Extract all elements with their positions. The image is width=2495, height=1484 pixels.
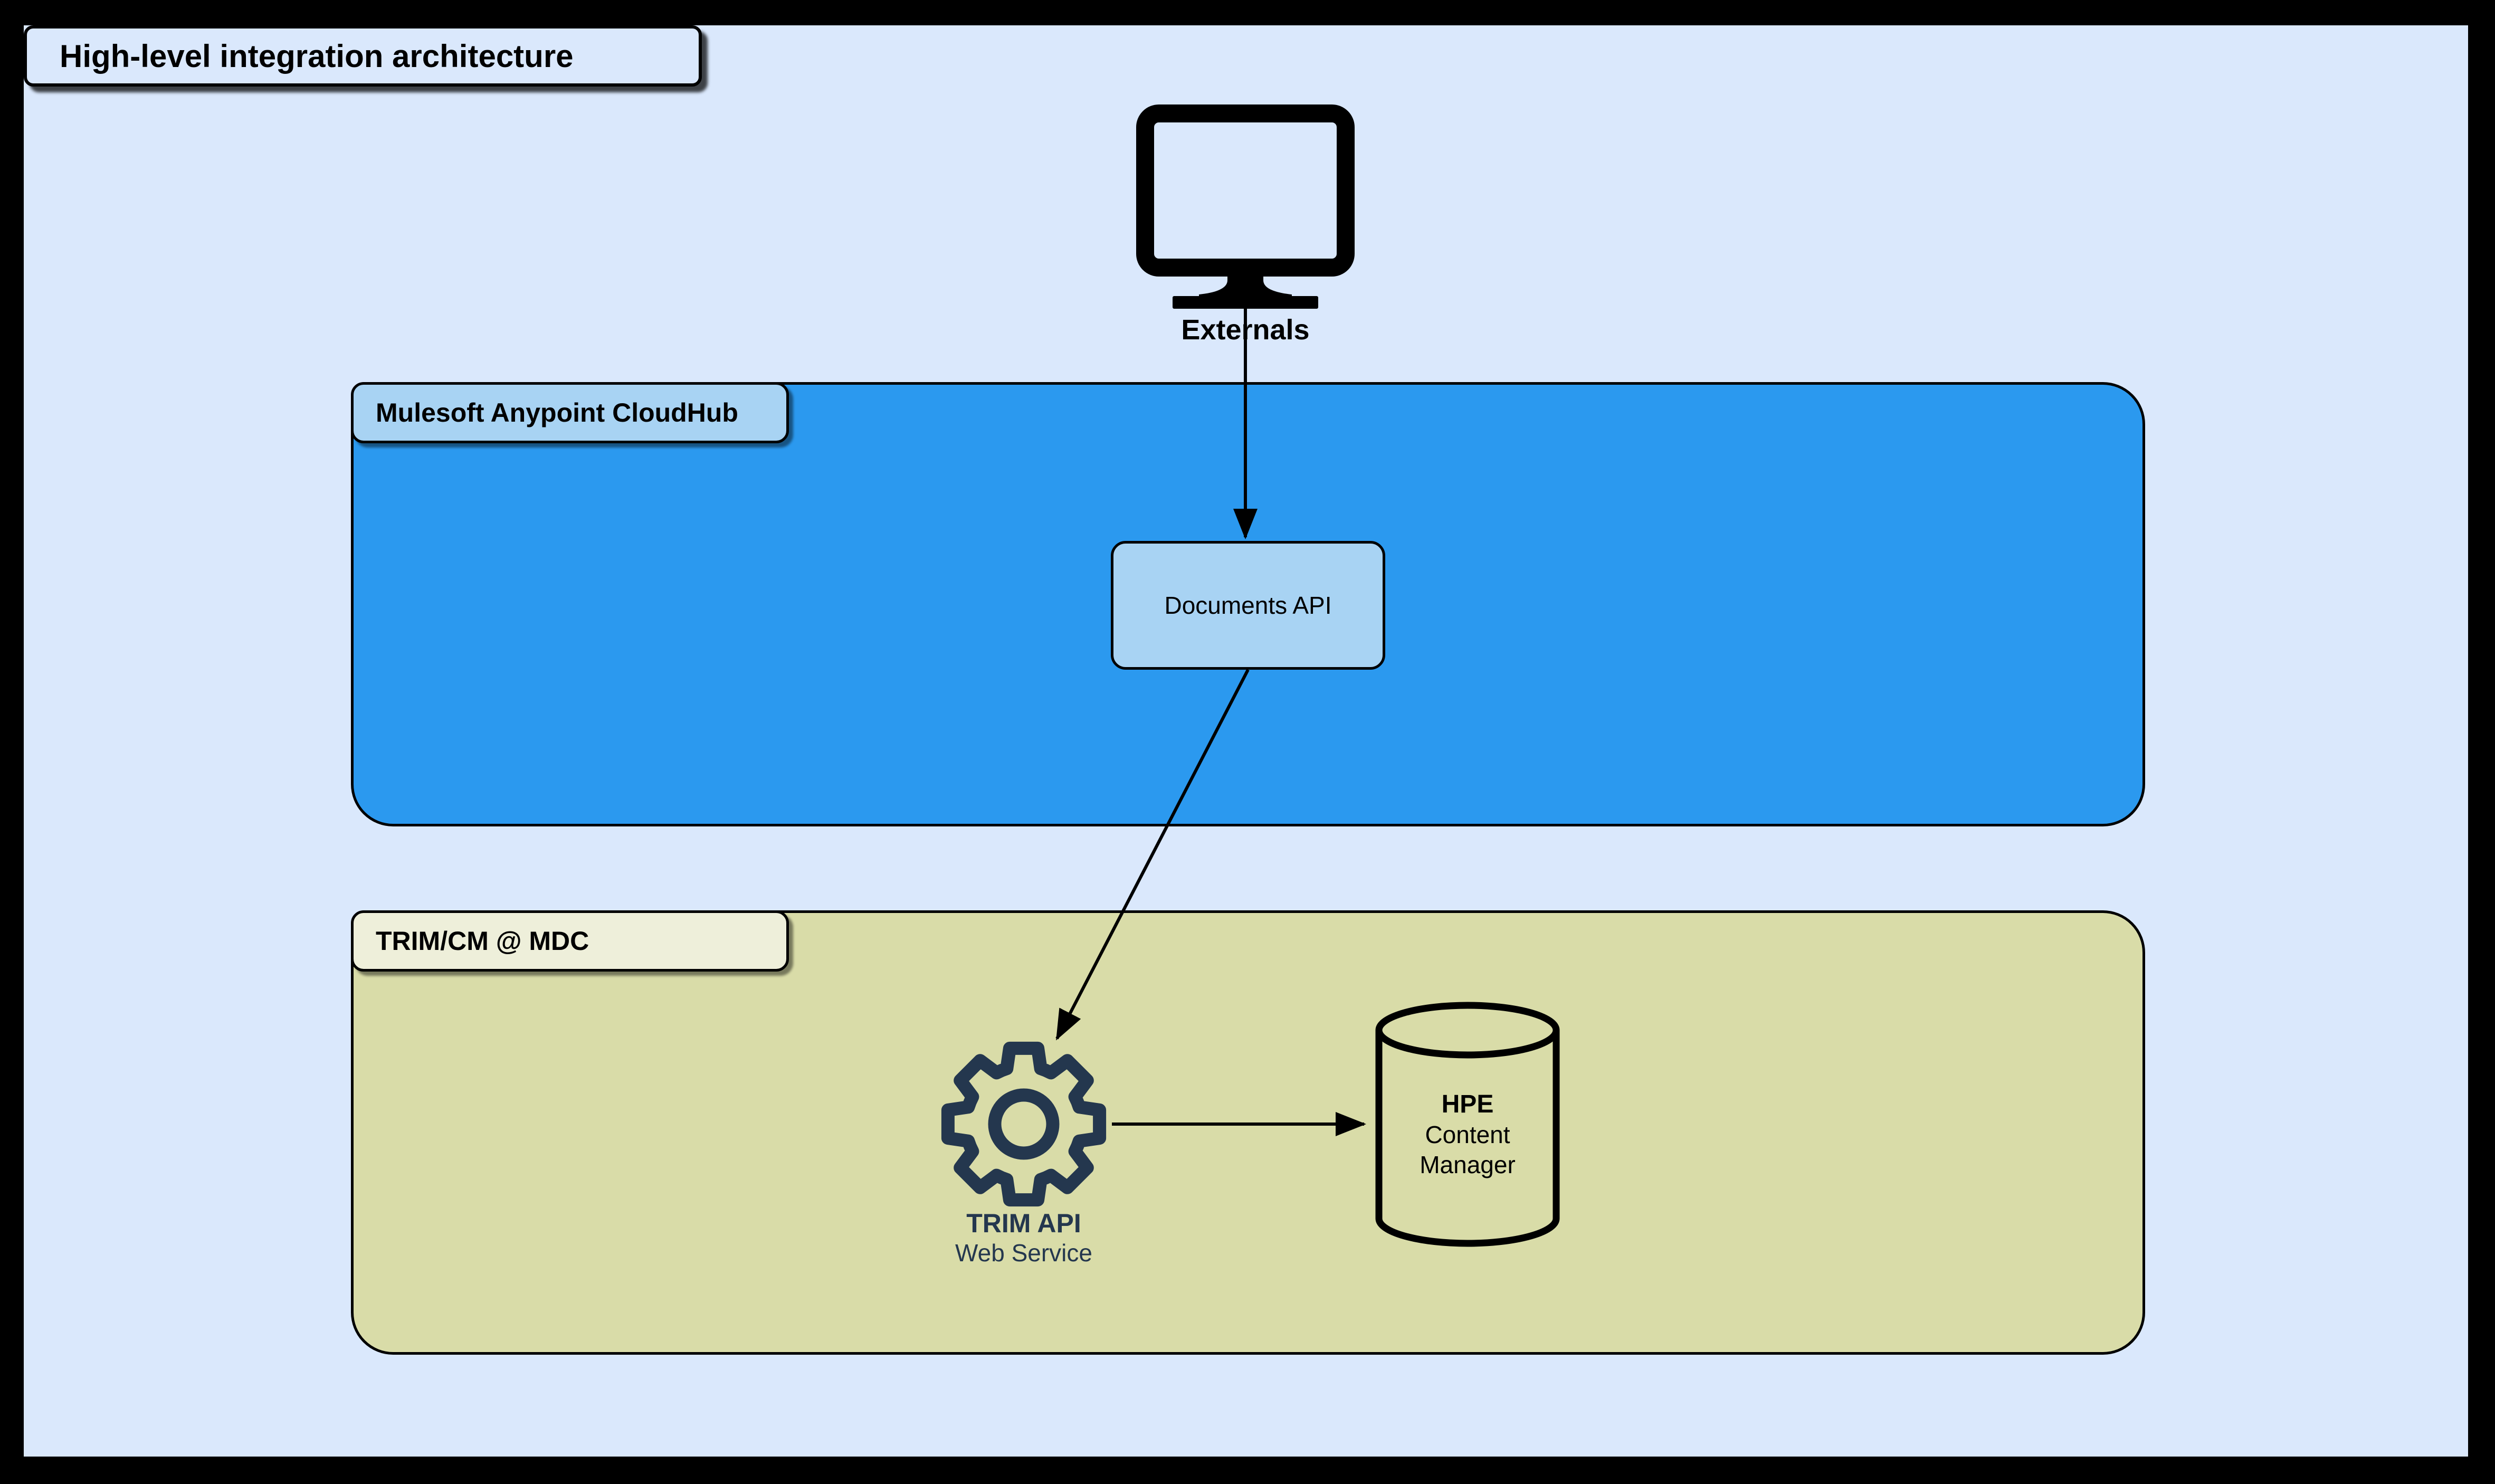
- database-icon: [1375, 1002, 1560, 1247]
- cloudhub-label-tab: Mulesoft Anypoint CloudHub: [351, 382, 789, 443]
- cloudhub-label: Mulesoft Anypoint CloudHub: [376, 398, 738, 427]
- monitor-icon: [1136, 104, 1355, 309]
- trim-mdc-container: [351, 910, 2145, 1355]
- diagram-canvas: High-level integration architecture Mule…: [24, 25, 2468, 1457]
- trim-api-label: TRIM API: [966, 1209, 1081, 1238]
- gear-icon: [941, 1041, 1107, 1207]
- edge-documents-api-to-trim-api: [1055, 669, 1250, 1041]
- documents-api-label: Documents API: [1164, 592, 1332, 619]
- trim-api-caption: TRIM API Web Service: [918, 1208, 1129, 1267]
- diagram-title-box: High-level integration architecture: [24, 25, 702, 87]
- trim-api-sublabel: Web Service: [955, 1239, 1092, 1267]
- diagram-title: High-level integration architecture: [60, 38, 574, 74]
- hpe-label-line3: Manager: [1420, 1151, 1516, 1178]
- connection-arrows: [1055, 296, 1366, 1136]
- hpe-content-manager-caption: HPE Content Manager: [1388, 1089, 1547, 1180]
- documents-api-node: Documents API: [1111, 541, 1385, 670]
- externals-label: Externals: [1181, 314, 1310, 346]
- hpe-label-line1: HPE: [1441, 1090, 1494, 1118]
- trim-mdc-label: TRIM/CM @ MDC: [376, 926, 589, 956]
- trim-mdc-label-tab: TRIM/CM @ MDC: [351, 910, 789, 972]
- hpe-label-line2: Content: [1425, 1121, 1510, 1148]
